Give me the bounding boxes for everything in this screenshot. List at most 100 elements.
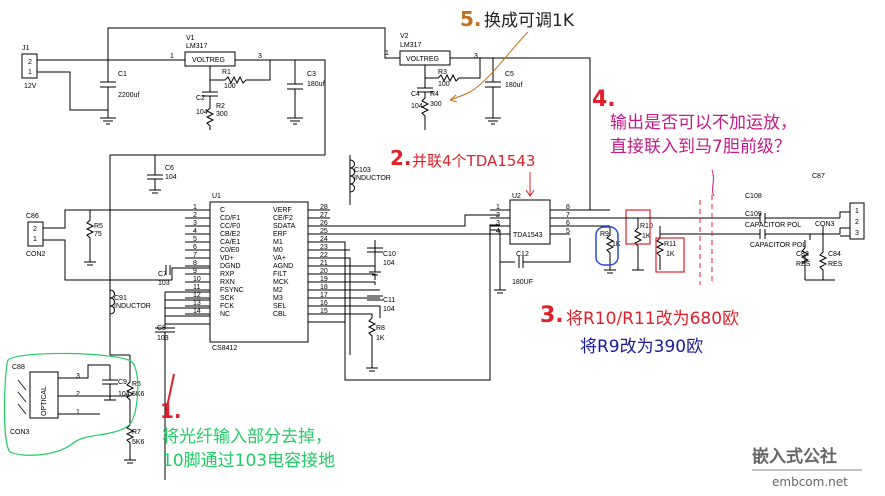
v2-feedback <box>417 57 591 210</box>
u1-right-pin-signal: M1 <box>273 239 283 246</box>
c6-value: 104 <box>165 174 177 181</box>
u1-right-bus <box>308 214 500 381</box>
r1-label: R1 <box>222 69 231 76</box>
u1-right-pin-number: 17 <box>320 292 328 299</box>
annotation-4-number: 4. <box>592 87 616 112</box>
u1-left-pin-number: 3 <box>193 220 197 227</box>
c1-label: C1 <box>118 71 127 78</box>
u1-left-pin-signal: NC <box>220 311 230 318</box>
c9-value: 104 <box>118 391 130 398</box>
r3-value: 100 <box>438 81 450 88</box>
v2-box-label: VOLTREG <box>406 56 439 63</box>
u1-left-pin-signal: FSYNC <box>220 287 244 294</box>
optical-highlight <box>3 352 139 456</box>
c10-value: 104 <box>383 260 395 267</box>
v2-part: LM317 <box>400 42 422 49</box>
u1-right-pin-number: 26 <box>320 220 328 227</box>
optical-label: OPTICAL <box>41 386 48 416</box>
c83-label: C83 <box>796 251 809 258</box>
u1-left-pin-number: 9 <box>193 268 197 275</box>
v2-label: V2 <box>400 33 409 40</box>
u1-right-pin-number: 22 <box>320 252 328 259</box>
output-resistors <box>604 218 665 274</box>
con3b-label: CON3 <box>10 429 30 436</box>
r4-label: R4 <box>430 91 439 98</box>
u1-right-pin-number: 16 <box>320 300 328 307</box>
c5-label: C5 <box>505 71 514 78</box>
j1-voltage: 12V <box>24 83 37 90</box>
v1-box-label: VOLTREG <box>192 57 225 64</box>
con2-pin1: 2 <box>33 226 37 233</box>
c91-label: C91 <box>114 295 127 302</box>
c10-label: C10 <box>383 251 396 258</box>
c1-value: 2200uf <box>118 92 139 99</box>
r11-label: R11 <box>664 241 676 248</box>
u1-right-pin-number: 25 <box>320 228 328 235</box>
con2-wiring <box>43 209 210 281</box>
u1-right-pin-signal: VA+ <box>273 255 286 262</box>
c6-label: C6 <box>165 165 174 172</box>
u1-right-pin-number: 15 <box>320 308 328 315</box>
u1-label: U1 <box>212 193 221 200</box>
u2-wiring <box>494 209 628 294</box>
u1-left-pin-number: 6 <box>193 244 197 251</box>
v2-pin3: 3 <box>474 53 478 60</box>
c9-label: C9 <box>118 379 127 386</box>
v1-feedback <box>202 59 326 155</box>
cap-pol-1: CAPACITOR POL <box>745 222 801 229</box>
r2-label: R2 <box>216 103 225 110</box>
u2-right-pin-number: 5 <box>566 228 570 235</box>
r5-label: R5 <box>94 223 103 230</box>
u1-right-pin-number: 28 <box>320 204 328 211</box>
r3-label: R3 <box>438 69 447 76</box>
annotation-2-number: 2. <box>390 146 412 170</box>
r8-resistor <box>366 317 378 372</box>
u1-right-pin-signal: M0 <box>273 247 283 254</box>
con3-connector <box>849 202 865 240</box>
r7-value: 5K6 <box>132 439 145 446</box>
r9-highlight <box>595 226 619 266</box>
watermark-sub: embcom.net <box>772 475 848 489</box>
c8-label: C8 <box>157 325 166 332</box>
con2-connector <box>27 221 44 247</box>
r11-highlight <box>655 237 685 273</box>
u1-right-pin-signal: SDATA <box>273 223 296 230</box>
c103-inductor <box>349 155 355 205</box>
c11-cap <box>367 295 383 301</box>
r9-label: R9 <box>600 231 609 238</box>
u1-left-pin-signal: SCK <box>220 295 235 302</box>
c87-label: C87 <box>812 173 825 180</box>
output-wiring <box>610 211 850 281</box>
a5-arrow <box>449 31 529 101</box>
optical-arrows <box>17 379 27 415</box>
u1-part: CS8412 <box>212 345 237 352</box>
u1-left-pin-number: 1 <box>193 204 197 211</box>
c3-cap <box>287 60 303 125</box>
u1-right-pin-number: 24 <box>320 236 328 243</box>
c11-value: 104 <box>383 306 395 313</box>
u1-left-pin-signal: FCK <box>220 303 234 310</box>
r10-highlight <box>625 209 651 245</box>
optical-wiring <box>58 354 136 464</box>
u2-left-pin-number: 2 <box>496 212 500 219</box>
c2-label: C2 <box>196 95 205 102</box>
a2-arrow <box>525 172 535 197</box>
u1-left-pin-number: 12 <box>193 292 201 299</box>
u1-left-pin-signal: DGND <box>220 263 241 270</box>
u1-right-pin-signal: M3 <box>273 295 283 302</box>
c86-label: C86 <box>26 213 39 220</box>
c84-label: C84 <box>828 251 841 258</box>
con2-pin2: 1 <box>33 236 37 243</box>
u2-part: TDA1543 <box>513 232 543 239</box>
c91-value: INDUCTOR <box>114 303 151 310</box>
c88-label: C88 <box>12 364 25 371</box>
c7-value: 103 <box>158 280 170 287</box>
c7-label: C7 <box>158 271 167 278</box>
j1-pin2: 1 <box>28 69 32 76</box>
u1-left-pin-number: 7 <box>193 252 197 259</box>
c83-value: RES <box>796 261 811 268</box>
u1-right-pin-signal: VERF <box>273 207 292 214</box>
con3-pin1: 1 <box>855 208 859 215</box>
